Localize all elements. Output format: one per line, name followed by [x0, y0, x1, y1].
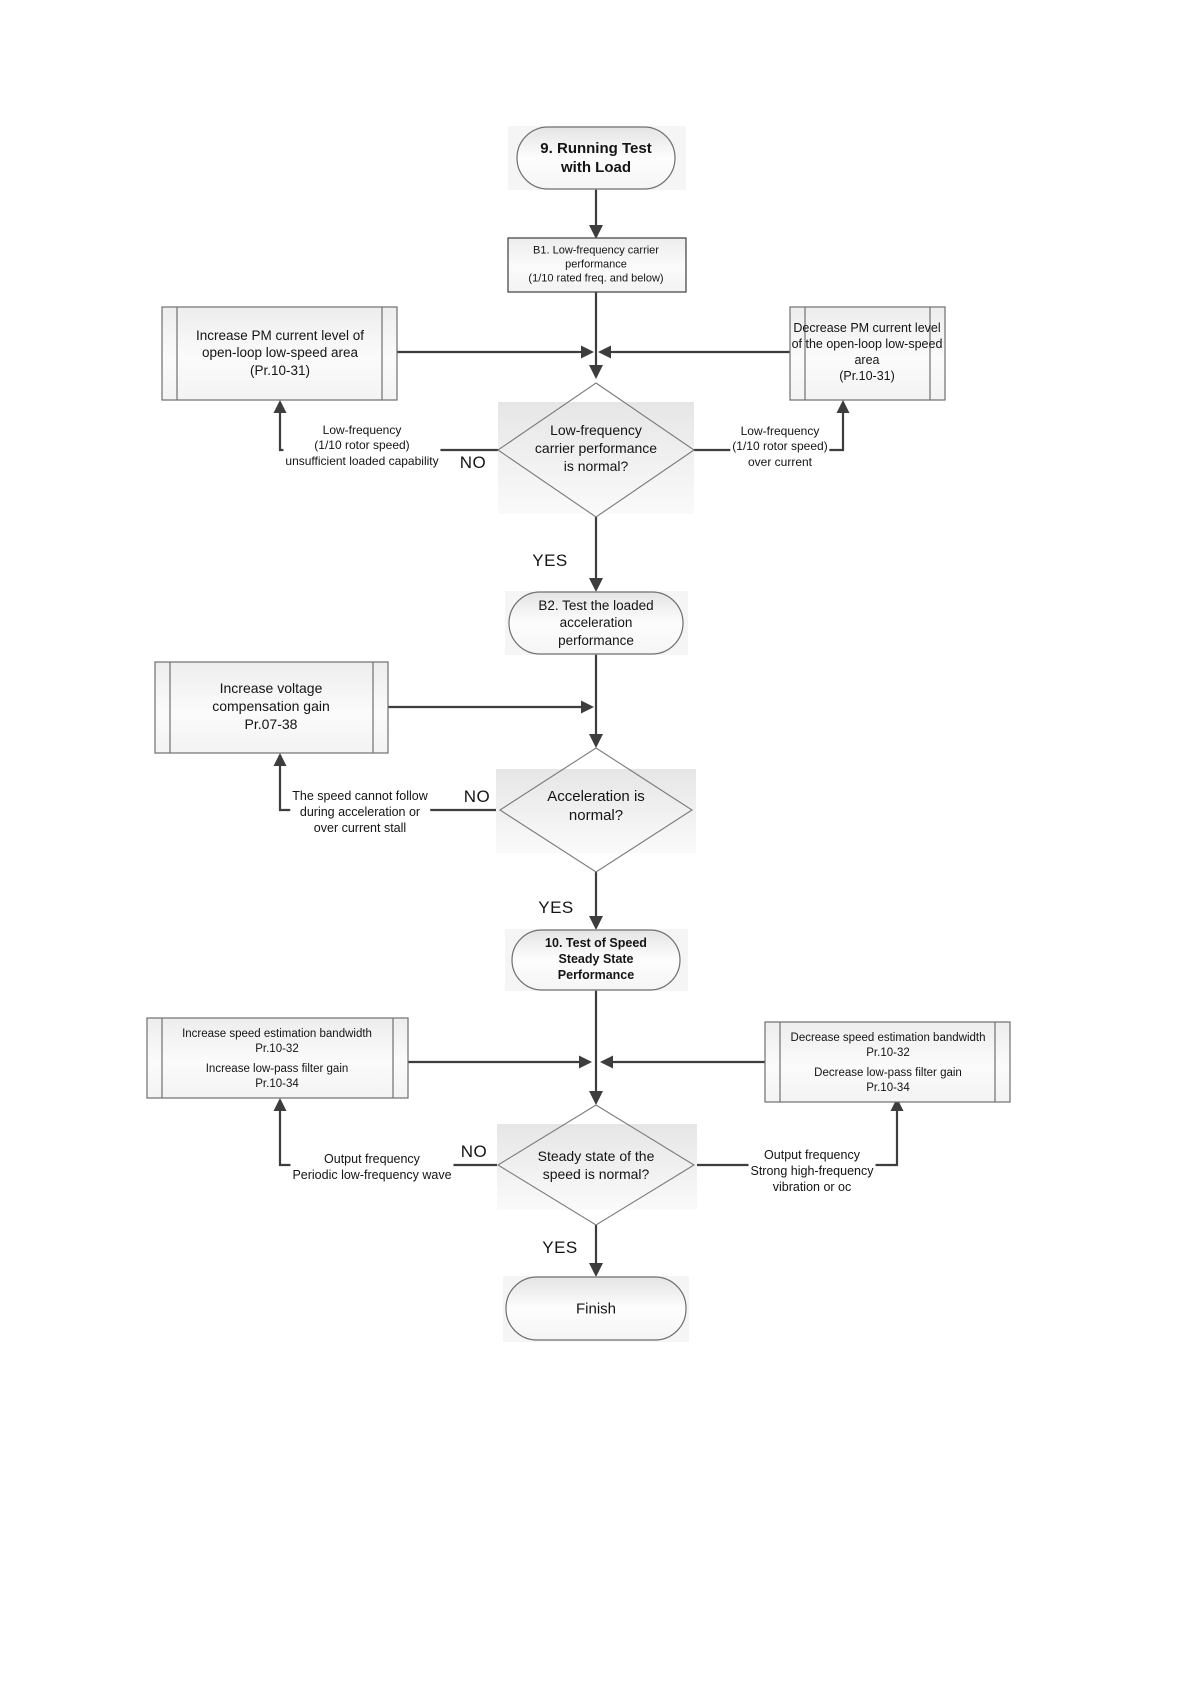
- arrowheads: [273, 225, 904, 1277]
- d1-no-label: NO: [459, 453, 487, 473]
- d1-yes-label: YES: [532, 551, 568, 571]
- b2-node-label: B2. Test the loaded acceleration perform…: [538, 598, 654, 648]
- increase-voltage-gain-label: Increase voltage compensation gain Pr.07…: [212, 680, 330, 732]
- decision-acceleration: [496, 747, 696, 873]
- d2-no-label: NO: [463, 787, 491, 807]
- finish-node-label: Finish: [575, 1300, 617, 1318]
- start-node-label: 9. Running Test with Load: [540, 139, 652, 176]
- decrease-bandwidth-label-top: Decrease speed estimation bandwidth Pr.1…: [790, 1032, 986, 1059]
- decrease-pm-current-label: Decrease PM current level of the open-lo…: [791, 321, 943, 383]
- b2-node: [505, 591, 688, 655]
- decision-steady-state: [496, 1104, 697, 1226]
- finish-node: [503, 1276, 689, 1342]
- increase-pm-current-node: [161, 306, 398, 401]
- increase-pm-current-label: Increase PM current level of open-loop l…: [195, 328, 365, 378]
- decision-steady-state-label: Steady state of the speed is normal?: [537, 1148, 655, 1182]
- decision-low-frequency-carrier-label: Low-frequency carrier performance is nor…: [534, 422, 658, 474]
- start-node: [508, 126, 686, 190]
- decision-low-frequency-carrier: [497, 382, 695, 518]
- d2-yes-label: YES: [538, 898, 574, 918]
- increase-voltage-gain-node: [154, 661, 389, 754]
- increase-bandwidth-label-top: Increase speed estimation bandwidth Pr.1…: [182, 1028, 372, 1055]
- d2-no-branch-note: The speed cannot follow during accelerat…: [290, 788, 430, 836]
- d3-no-label: NO: [460, 1142, 488, 1162]
- d3-no-branch-note: Output frequency Periodic low-frequency …: [290, 1151, 454, 1183]
- decrease-bandwidth-node: [764, 1021, 1011, 1103]
- b1-node: [507, 237, 687, 293]
- test10-node: [505, 929, 688, 991]
- increase-bandwidth-label-bottom: Increase low-pass filter gain Pr.10-34: [205, 1063, 349, 1090]
- increase-bandwidth-node: [146, 1017, 409, 1099]
- d1-right-branch-note: Low-frequency (1/10 rotor speed) over cu…: [730, 423, 830, 471]
- d3-yes-label: YES: [542, 1238, 578, 1258]
- flow-arrows: [278, 189, 899, 1265]
- b1-node-label: B1. Low-frequency carrier performance (1…: [528, 244, 664, 284]
- d1-no-branch-note: Low-frequency (1/10 rotor speed) unsuffi…: [283, 422, 441, 470]
- test10-node-label: 10. Test of Speed Steady State Performan…: [545, 936, 647, 982]
- d3-right-branch-note: Output frequency Strong high-frequency v…: [748, 1147, 876, 1195]
- decision-acceleration-label: Acceleration is normal?: [547, 787, 645, 824]
- decrease-bandwidth-label-bottom: Decrease low-pass filter gain Pr.10-34: [814, 1067, 962, 1094]
- decrease-pm-current-node: [789, 306, 946, 401]
